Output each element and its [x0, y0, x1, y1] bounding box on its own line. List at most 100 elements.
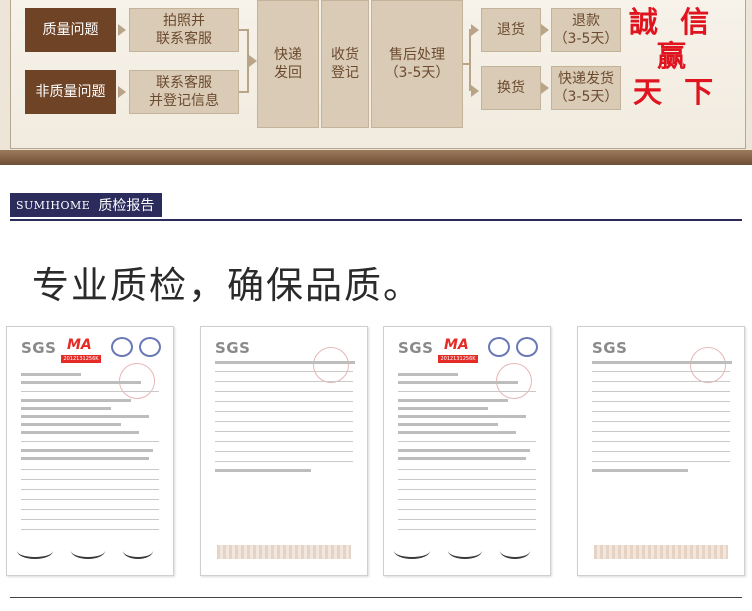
- quality-issue-label: 质量问题: [42, 22, 99, 38]
- express-ship-line1: 快递发货: [558, 71, 614, 87]
- quality-report-2: SGS: [200, 326, 368, 576]
- report-text-line: [215, 469, 311, 472]
- report-rule: [215, 431, 353, 432]
- photo-contact-line2: 联系客服: [156, 31, 212, 47]
- report-rule: [398, 479, 536, 480]
- ma-number: 2012131256K: [438, 355, 478, 363]
- report-rule: [215, 401, 353, 402]
- slogan-line-2: 赢: [657, 39, 693, 73]
- sgs-logo: SGS: [215, 339, 251, 357]
- sgs-logo: SGS: [398, 339, 434, 357]
- refund-line2: （3-5天）: [553, 31, 619, 47]
- report-text-line: [398, 399, 508, 402]
- express-return-box: 快递 发回: [257, 0, 319, 128]
- report-rule: [215, 421, 353, 422]
- cert-seal-icon: [516, 337, 538, 357]
- express-ship-line2: （3-5天）: [553, 89, 619, 105]
- report-rule: [215, 461, 353, 462]
- report-rule: [21, 489, 159, 490]
- signature-1: [17, 543, 53, 559]
- report-rule: [398, 469, 536, 470]
- report-text-line: [398, 381, 518, 384]
- report-text-line: [21, 431, 139, 434]
- report-text-line: [215, 361, 355, 364]
- quality-issue-box: 质量问题: [25, 8, 116, 52]
- signature-3: [500, 543, 530, 559]
- report-text-line: [21, 399, 131, 402]
- report-rule: [398, 489, 536, 490]
- arrow-right-icon: [541, 82, 549, 94]
- receive-register-line1: 收货: [331, 47, 359, 63]
- report-rule: [215, 371, 353, 372]
- refund-line1: 退款: [572, 13, 600, 29]
- express-return-line1: 快递: [274, 47, 302, 63]
- exchange-box: 换货: [481, 66, 541, 110]
- section-divider: [10, 219, 742, 221]
- report-rule: [398, 509, 536, 510]
- report-rule: [592, 401, 730, 402]
- arrow-right-icon: [471, 85, 479, 97]
- refund-box: 退款 （3-5天）: [551, 8, 621, 52]
- report-rule: [592, 461, 730, 462]
- flow-panel: 质量问题 非质量问题 拍照并 联系客服 联系客服 并登记信息 快递 发回 收货 …: [10, 0, 746, 149]
- return-goods-label: 退货: [497, 22, 525, 38]
- sgs-logo: SGS: [21, 339, 57, 357]
- report-rule: [21, 519, 159, 520]
- report-text-line: [21, 381, 141, 384]
- page-headline: 专业质检，确保品质。: [32, 264, 422, 307]
- receive-register-line2: 登记: [331, 65, 359, 81]
- report-rule: [21, 441, 159, 442]
- quality-report-3: SGS MA 2012131256K: [383, 326, 551, 576]
- report-rule: [592, 381, 730, 382]
- arrow-right-icon: [471, 24, 479, 36]
- connector-line: [247, 29, 249, 93]
- report-rule: [398, 519, 536, 520]
- arrow-right-icon: [249, 55, 257, 67]
- red-stamp-icon: [313, 347, 349, 383]
- contact-register-line2: 并登记信息: [149, 93, 219, 109]
- cert-seal-icon: [139, 337, 161, 357]
- report-text-line: [398, 407, 488, 410]
- cert-seal-icon: [111, 337, 133, 357]
- brand-name: SUMIHOME: [16, 198, 91, 212]
- quality-report-4: SGS: [577, 326, 745, 576]
- report-rule: [592, 411, 730, 412]
- red-stamp-icon: [690, 347, 726, 383]
- section-tag: SUMIHOME 质检报告: [10, 193, 163, 217]
- report-rule: [592, 431, 730, 432]
- connector-line: [469, 29, 471, 91]
- arrow-right-icon: [118, 24, 126, 36]
- report-rule: [215, 381, 353, 382]
- after-sale-line2: （3-5天）: [384, 65, 450, 81]
- report-rule: [592, 391, 730, 392]
- report-rule: [398, 441, 536, 442]
- signature-3: [123, 543, 153, 559]
- connector-line: [239, 29, 249, 31]
- report-text-line: [592, 469, 688, 472]
- photo-contact-line1: 拍照并: [163, 13, 205, 29]
- report-text-line: [21, 373, 81, 376]
- contact-register-box: 联系客服 并登记信息: [129, 70, 239, 114]
- ma-logo: MA: [67, 337, 92, 353]
- photo-contact-box: 拍照并 联系客服: [129, 8, 239, 52]
- report-text-line: [398, 457, 526, 460]
- cert-seal-icon: [488, 337, 510, 357]
- report-rule: [398, 499, 536, 500]
- ma-logo: MA: [444, 337, 469, 353]
- report-footer-band: [217, 545, 351, 559]
- report-rule: [21, 499, 159, 500]
- express-return-line2: 发回: [274, 65, 302, 81]
- report-rule: [21, 479, 159, 480]
- connector-line: [463, 63, 471, 65]
- report-rule: [215, 391, 353, 392]
- report-rule: [215, 411, 353, 412]
- ma-number: 2012131256K: [61, 355, 101, 363]
- report-text-line: [398, 449, 530, 452]
- section-title: 质检报告: [98, 198, 155, 214]
- arrow-right-icon: [541, 24, 549, 36]
- report-rule: [398, 529, 536, 530]
- arrow-right-icon: [118, 86, 126, 98]
- express-ship-box: 快递发货 （3-5天）: [551, 66, 621, 110]
- report-rule: [592, 421, 730, 422]
- report-rule: [215, 451, 353, 452]
